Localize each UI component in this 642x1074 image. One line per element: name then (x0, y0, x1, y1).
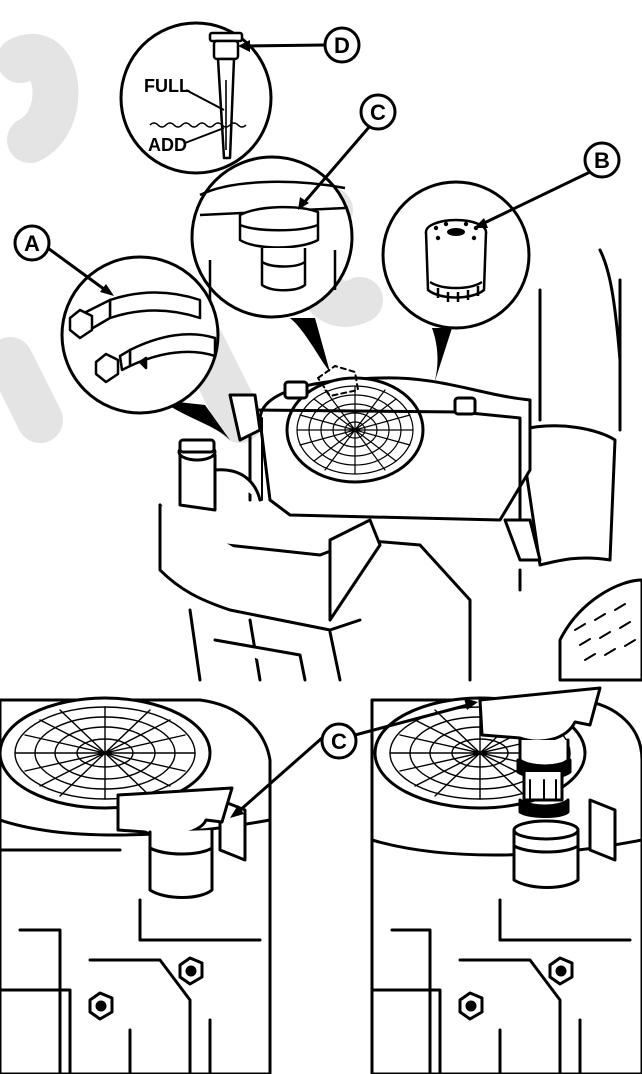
mower-overview (160, 250, 642, 680)
dipstick-add-label: ADD (148, 135, 187, 155)
inset-b-oil-filter (383, 182, 529, 328)
bottom-left-cap-installed (0, 698, 270, 1074)
inset-a-fuel-lines (62, 257, 218, 413)
pointer-wedge-c (290, 318, 330, 372)
bottom-right-cap-removed (372, 688, 642, 1074)
inset-c-oil-cap (192, 157, 352, 317)
callout-a-letter: A (24, 231, 40, 256)
callout-c-bottom-letter: C (331, 729, 347, 754)
callout-c-top: C (298, 95, 395, 210)
callout-c-top-letter: C (370, 100, 386, 125)
callout-d-letter: D (334, 33, 350, 58)
pointer-wedge-b (432, 328, 452, 384)
callout-a: A (15, 226, 114, 296)
callout-b-letter: B (594, 148, 610, 173)
dipstick-full-label: FULL (144, 76, 190, 96)
